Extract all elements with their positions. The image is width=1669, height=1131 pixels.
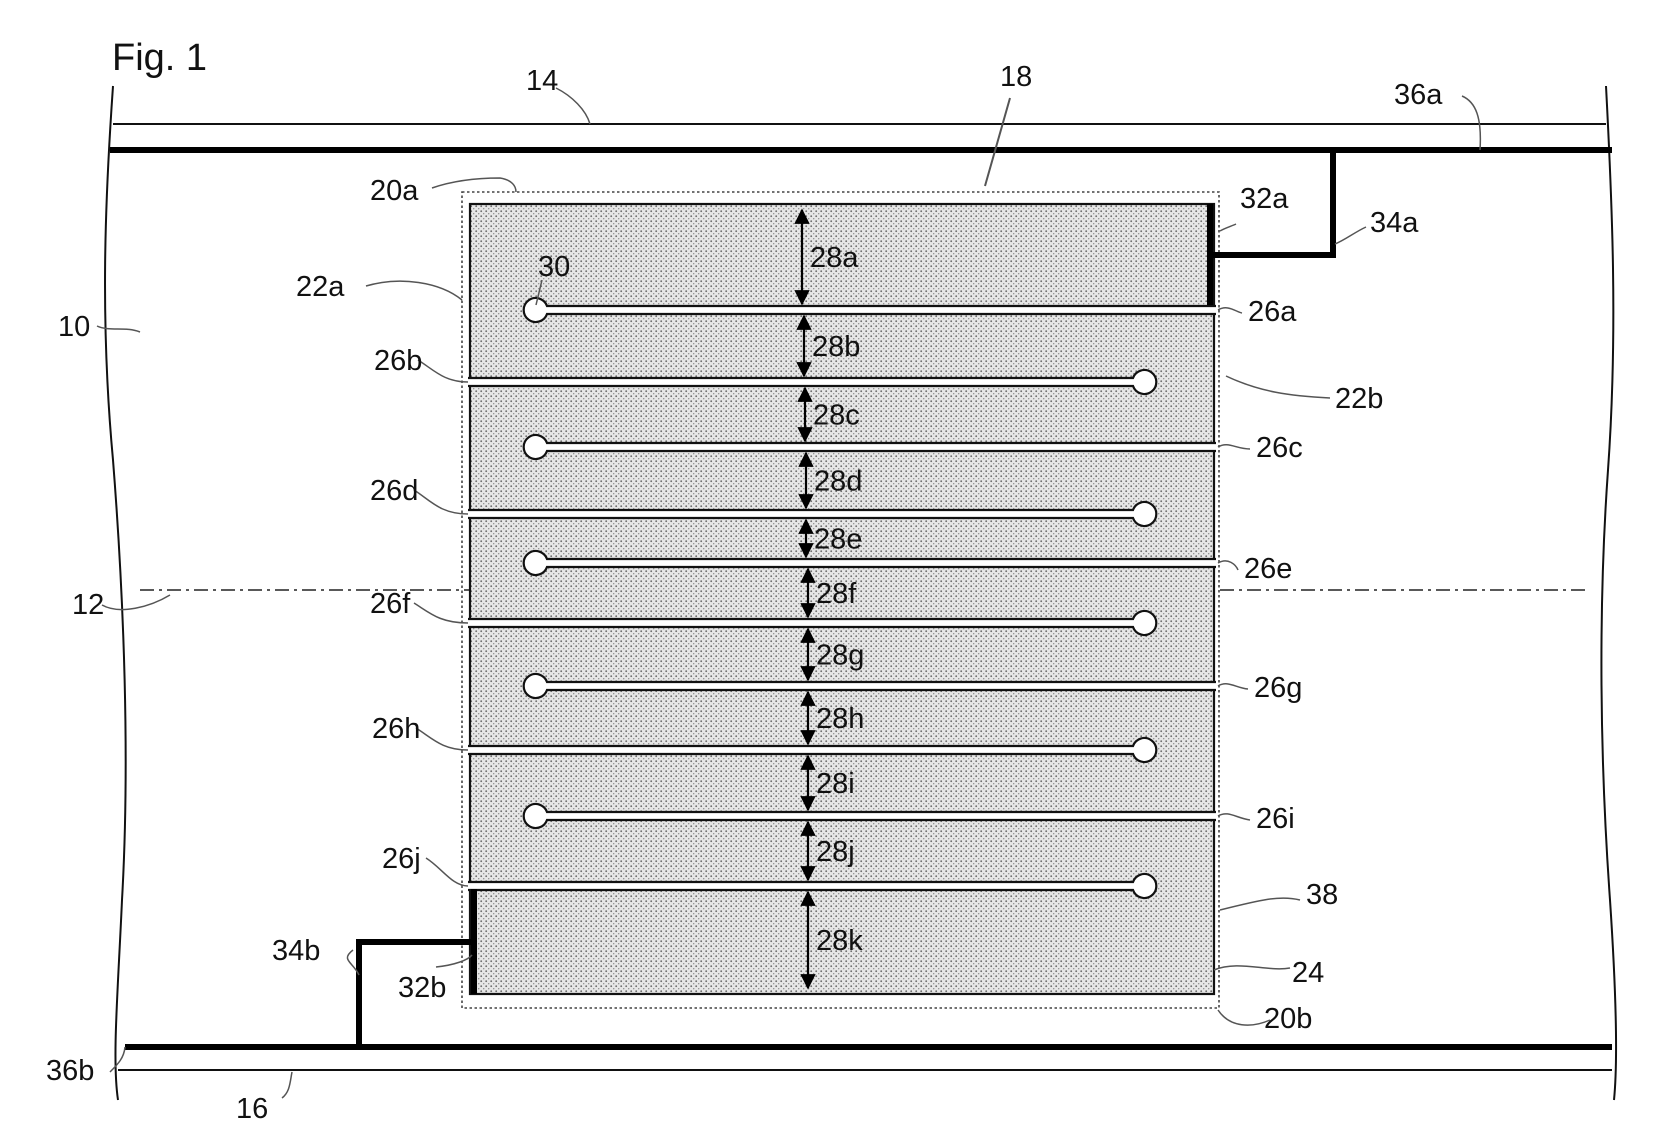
slot-26d-label: 26d <box>370 475 418 507</box>
width-28k-label: 28k <box>816 925 863 957</box>
width-28f-label: 28f <box>816 578 857 610</box>
width-28a-label: 28a <box>810 242 859 274</box>
label-36b: 36b <box>46 1055 94 1087</box>
width-28i-label: 28i <box>816 768 855 800</box>
width-28j-label: 28j <box>816 836 855 868</box>
slot-26b-leader <box>418 360 468 382</box>
label-34b: 34b <box>272 935 320 967</box>
label-22a: 22a <box>296 271 345 303</box>
slot-26g-leader <box>1218 684 1248 689</box>
label-20b: 20b <box>1264 1003 1312 1035</box>
slot-26a-leader <box>1218 308 1242 313</box>
label-32b: 32b <box>398 972 446 1004</box>
slot-26f-label: 26f <box>370 588 411 620</box>
slot-26h-label: 26h <box>372 713 420 745</box>
label-10: 10 <box>58 311 90 343</box>
label-20a: 20a <box>370 175 419 207</box>
width-28c-label: 28c <box>813 400 860 432</box>
slot-26c-label: 26c <box>1256 432 1303 464</box>
slot-26d-leader <box>414 490 468 514</box>
slot-26f-leader <box>414 603 468 623</box>
slot-26i-label: 26i <box>1256 803 1295 835</box>
width-28d-label: 28d <box>814 466 862 498</box>
width-28e: 28e <box>806 520 862 557</box>
slot-26a-label: 26a <box>1248 296 1297 328</box>
slot-26e-label: 26e <box>1244 553 1292 585</box>
label-16: 16 <box>236 1093 268 1125</box>
label-12: 12 <box>72 589 104 621</box>
label-24: 24 <box>1292 957 1324 989</box>
figure-title: Fig. 1 <box>112 37 207 79</box>
label-30: 30 <box>538 251 570 283</box>
width-28g-label: 28g <box>816 640 864 672</box>
label-22b: 22b <box>1335 383 1383 415</box>
slot-26e-leader <box>1218 561 1238 570</box>
label-34a: 34a <box>1370 207 1419 239</box>
width-28e-label: 28e <box>814 524 862 556</box>
label-32a: 32a <box>1240 183 1289 215</box>
label-18: 18 <box>1000 61 1032 93</box>
slot-26g-label: 26g <box>1254 672 1302 704</box>
slot-26j-label: 26j <box>382 843 421 875</box>
slot-26b-label: 26b <box>374 345 422 377</box>
label-36a: 36a <box>1394 79 1443 111</box>
left-break-line <box>105 86 126 1100</box>
slot-26c-leader <box>1218 445 1250 449</box>
label-14: 14 <box>526 65 558 97</box>
width-28b-label: 28b <box>812 331 860 363</box>
label-38: 38 <box>1306 879 1338 911</box>
width-28h-label: 28h <box>816 703 864 735</box>
slot-26h-leader <box>416 728 468 750</box>
slot-26i-leader <box>1218 814 1250 820</box>
right-break-line <box>1601 86 1616 1100</box>
